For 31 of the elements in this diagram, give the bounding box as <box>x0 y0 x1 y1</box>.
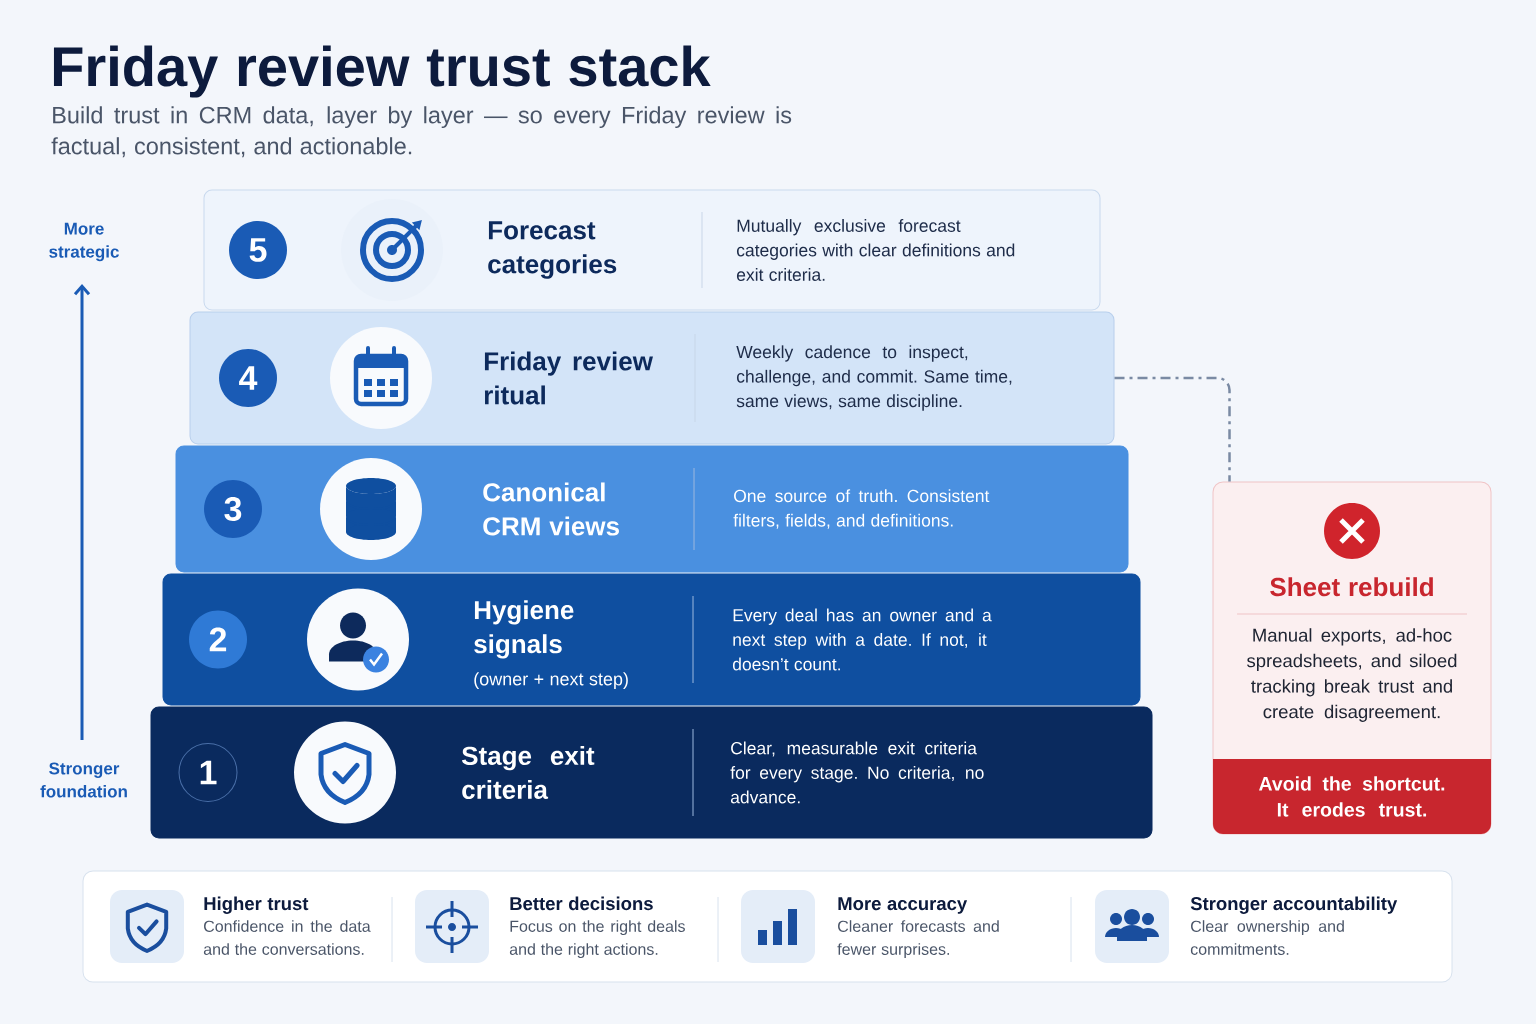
layer-description: Clear, measurable exit criteria for every stage. No criteria, no advance. <box>730 741 984 804</box>
number-badge: 1 <box>178 743 238 802</box>
card-body: Manual exports, ad-hoc spreadsheets, and siloed tracking break trust and create disagreement. <box>1247 628 1457 722</box>
card-title: Sheet rebuild <box>1270 577 1433 597</box>
layer-description: Weekly cadence to inspect, challenge, and commit. Same time, same views, same discipline. <box>736 345 1012 411</box>
connector <box>1114 376 1231 482</box>
layer-title: Friday review ritual <box>484 351 653 405</box>
subtitle: Build trust in CRM data, layer by layer — so every Friday review is factual, consistent, and actionable. <box>51 106 792 158</box>
number-badge: 5 <box>229 221 287 279</box>
layer-title: Hygiene signals <box>474 600 574 659</box>
benefit-text: Clear ownership and commitments. <box>1190 920 1344 955</box>
layer-title: Canonical CRM views <box>483 482 619 536</box>
benefit-text: Confidence in the data and the conversations. <box>203 920 371 955</box>
title: Friday review trust stack <box>53 45 711 98</box>
number-badge: 2 <box>189 610 247 669</box>
benefit-text: Cleaner forecasts and fewer surprises. <box>837 920 999 959</box>
layer-title: Stage exit criteria <box>461 745 595 800</box>
layer-description: One source of truth. Consistent filters, fields, and definitions. <box>733 489 990 529</box>
axis-label: Stronger foundation <box>40 762 127 798</box>
benefit-heading: Higher trust <box>204 896 309 914</box>
layer-subtitle: (owner + next step) <box>474 672 628 689</box>
benefit-text: Focus on the right deals and the right actions. <box>509 920 685 959</box>
number-badge: 4 <box>219 349 277 407</box>
layer-description: Mutually exclusive forecast categories with clear definitions and exit criteria. <box>736 219 1015 281</box>
benefit-heading: Stronger accountability <box>1190 896 1398 914</box>
layer-description: Every deal has an owner and a next step with a date. If not, it doesn’t count. <box>732 608 992 671</box>
axis-label: More strategic <box>49 222 119 262</box>
number-badge: 3 <box>204 480 262 538</box>
benefit-heading: Better decisions <box>510 896 653 911</box>
layer-title: Forecast categories <box>488 221 617 279</box>
benefit-heading: More accuracy <box>838 897 968 914</box>
